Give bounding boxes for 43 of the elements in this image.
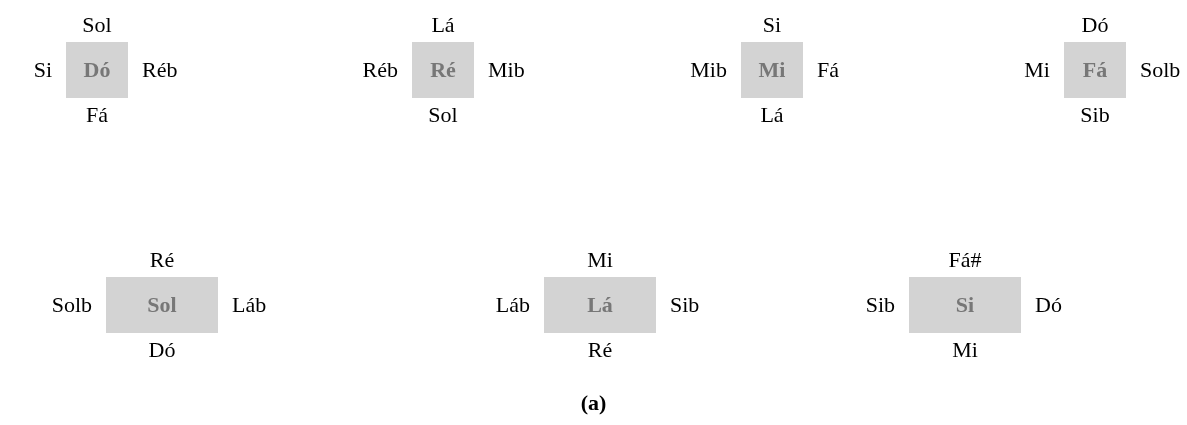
note-label: Lá	[760, 102, 784, 128]
note-box	[544, 277, 656, 333]
note-label: Sol	[82, 12, 112, 38]
note-label: Sib	[670, 292, 700, 318]
note-name: Mi	[758, 57, 786, 83]
note-label: Solb	[51, 292, 92, 318]
note-name: Dó	[83, 57, 111, 83]
note-label: Dó	[1035, 292, 1062, 318]
note-name: Sol	[147, 292, 177, 318]
note-label: Mi	[587, 247, 613, 273]
note-label: Si	[762, 12, 782, 38]
note-box	[412, 42, 474, 98]
note-label: Mi	[952, 337, 978, 363]
note-name: Lá	[587, 292, 613, 318]
note-label: Ré	[149, 247, 175, 273]
note-label: Ré	[587, 337, 613, 363]
note-box	[1064, 42, 1126, 98]
note-box	[106, 277, 218, 333]
note-label: Sol	[428, 102, 458, 128]
note-label: Dó	[148, 337, 176, 363]
note-box	[66, 42, 128, 98]
note-label: Sib	[1080, 102, 1110, 128]
note-box	[741, 42, 803, 98]
note-label: Fá	[817, 57, 839, 83]
note-label: Si	[33, 57, 52, 83]
note-label: Fá	[86, 102, 108, 128]
note-label: Dó	[1081, 12, 1109, 38]
note-label: Mib	[488, 57, 525, 83]
note-label: Láb	[232, 292, 267, 318]
note-label: Mi	[1024, 57, 1050, 83]
note-name: Ré	[430, 57, 456, 83]
note-label: Mib	[690, 57, 727, 83]
caption: (a)	[580, 390, 607, 415]
note-label: Fá#	[948, 247, 982, 273]
note-label: Solb	[1140, 57, 1181, 83]
note-label: Sib	[865, 292, 895, 318]
note-name: Si	[955, 292, 975, 318]
note-label: Lá	[431, 12, 455, 38]
note-label: Réb	[142, 57, 178, 83]
note-box	[909, 277, 1021, 333]
note-label: Réb	[362, 57, 398, 83]
note-name: Fá	[1082, 57, 1108, 83]
note-label: Láb	[495, 292, 530, 318]
